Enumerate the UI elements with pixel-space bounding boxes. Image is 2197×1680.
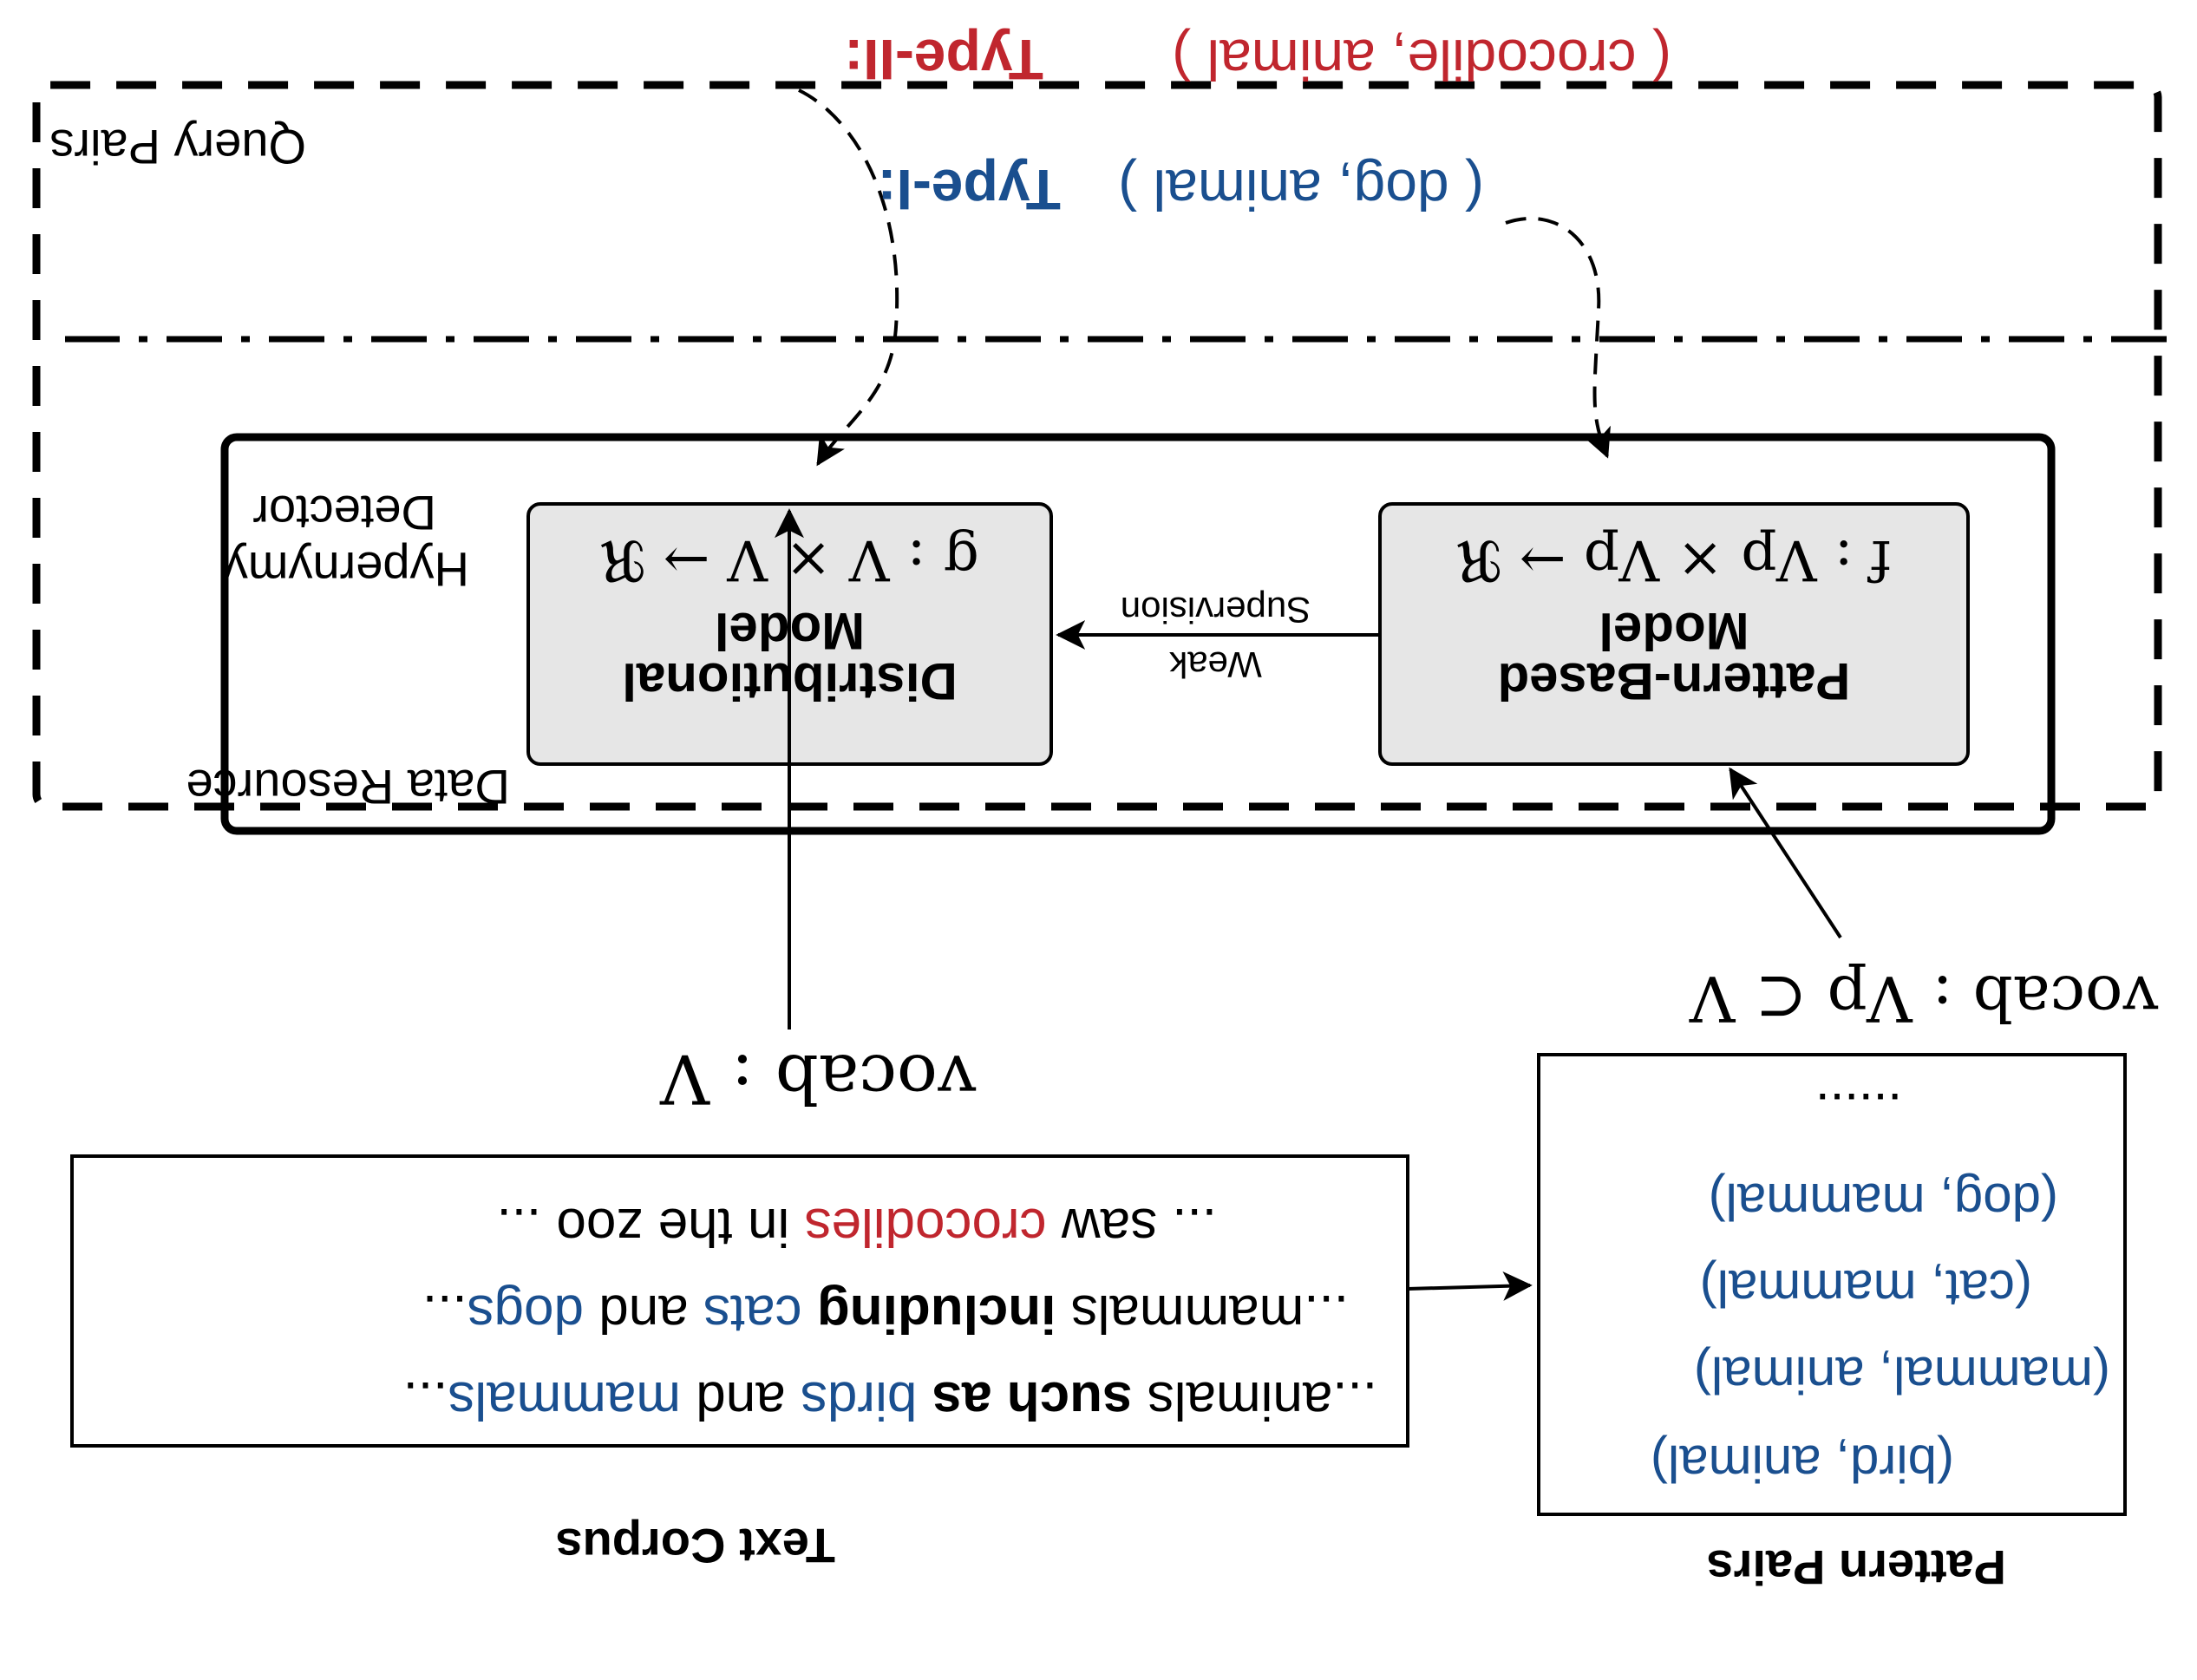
pattern-pair-1: (bird, animal) (1650, 1435, 1954, 1493)
type1-dashed-arrow (1505, 217, 1611, 459)
text-corpus-box (70, 1154, 1409, 1448)
type2-label: Type-II: (844, 28, 1043, 92)
pattern-pair-3: (cat, mammal) (1699, 1259, 2032, 1317)
corpus-line2-hyper: dogs (467, 1284, 585, 1343)
type1-label: Type-I: (877, 158, 1061, 222)
pattern-pair-2: (mammal, animal) (1693, 1346, 2110, 1404)
corpus-line-2: ...mammals including cats and dogs... (422, 1284, 1349, 1343)
corpus-line-3: ... saw crocodiles in the zoo ... (496, 1197, 1217, 1257)
pattern-model-formula: f : Vp × Vp → ℜ (1456, 527, 1892, 592)
weak-supervision-label-line2: Supervision (1120, 590, 1311, 631)
corpus-line2-mid2: and (584, 1284, 703, 1343)
vocab-corpus-label: vocab : V (660, 1039, 976, 1117)
pattern-model-title-line1: Pattern-Based (1497, 652, 1851, 710)
pattern-pair-ellipsis: ...... (1814, 1082, 1902, 1141)
pattern-pairs-caption: Pattern Pairs (1706, 1540, 2007, 1595)
corpus-line2-pre: ...mammals (1056, 1284, 1349, 1343)
corpus-line3-pre: ... saw (1046, 1197, 1217, 1257)
corpus-line1-hyper: mammals (448, 1370, 682, 1430)
corpus-line3-word: crocodiles (804, 1197, 1047, 1257)
corpus-line2-hypo: cats (703, 1284, 802, 1343)
corpus-line1-mid1 (917, 1370, 932, 1430)
corpus-line2-mid1 (802, 1284, 817, 1343)
corpus-line1-hypo: birds (800, 1370, 918, 1430)
distributional-model-formula: g : V × V → ℜ (600, 527, 979, 592)
detector-label-line2: Detector (252, 486, 436, 540)
vocab-pattern-label: vocab : Vp ⊂ V (1690, 962, 2158, 1035)
distributional-model-title-line2: Model (714, 602, 866, 660)
type2-pair: ( crocodile, animal ) (1172, 28, 1671, 92)
corpus-line1-mid2: and (681, 1370, 801, 1430)
type1-pair: ( dog, animal ) (1118, 158, 1484, 222)
corpus-line1-pre: ...animals (1132, 1370, 1377, 1430)
corpus-line2-post: ... (422, 1284, 468, 1343)
corpus-line-1: ...animals such as birds and mammals... (402, 1370, 1377, 1430)
corpus-line1-pattern: such as (932, 1370, 1133, 1430)
query-section-label: Query Pairs (49, 120, 306, 174)
corpus-line1-post: ... (402, 1370, 448, 1430)
text-corpus-caption: Text Corpus (555, 1519, 835, 1573)
corpus-line3-post: in the zoo ... (496, 1197, 805, 1257)
corpus-to-pairs-arrow (1407, 1271, 1533, 1301)
corpus-line2-pattern: including (816, 1284, 1056, 1343)
detector-label-line1: Hypernymy (223, 542, 469, 597)
detector-frame (220, 433, 2056, 835)
pattern-model-title-line2: Model (1599, 602, 1749, 660)
data-resource-label: Data Resource (186, 760, 510, 814)
data-resource-frame (32, 81, 2162, 811)
vocab-to-pattern-arrow (1729, 767, 1842, 939)
weak-supervision-label-line1: Weak (1169, 644, 1262, 685)
pattern-pairs-box (1537, 1053, 2127, 1516)
distributional-model-title-line1: Distributional (622, 652, 958, 710)
pattern-pair-4: (dog, mammal) (1708, 1173, 2058, 1231)
type2-dashed-arrow (798, 88, 899, 467)
